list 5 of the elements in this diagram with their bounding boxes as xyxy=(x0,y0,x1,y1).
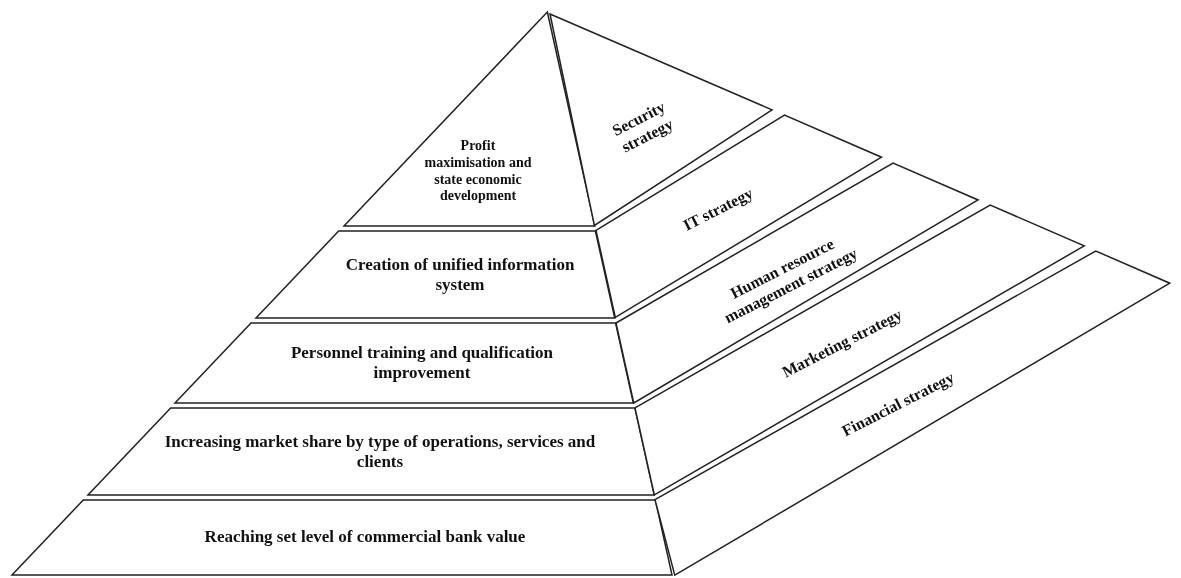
level-label: Reaching set level of commercial bank value xyxy=(203,526,527,548)
level-label: Personnel training and qualification improvement xyxy=(289,342,555,384)
level-label: Creation of unified information system xyxy=(344,254,576,296)
level-label: Profit maximisation and state economic development xyxy=(423,138,533,206)
level-label: Increasing market share by type of operations, services and clients xyxy=(163,431,597,473)
